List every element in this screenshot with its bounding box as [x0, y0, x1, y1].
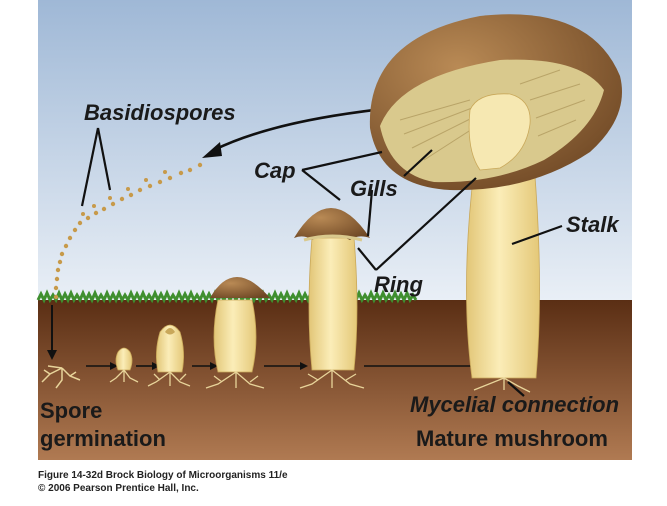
gills-label: Gills — [350, 176, 398, 202]
copyright-caption: © 2006 Pearson Prentice Hall, Inc. — [38, 483, 199, 494]
germination-label: germination — [40, 426, 166, 452]
mature-mushroom-label: Mature mushroom — [416, 426, 608, 452]
ring-label: Ring — [374, 272, 423, 298]
mycelial-connection-label: Mycelial connection — [410, 392, 619, 418]
spore-label: Spore — [40, 398, 102, 424]
basidiospores-label: Basidiospores — [84, 100, 236, 126]
figure-caption: Figure 14-32d Brock Biology of Microorga… — [38, 470, 288, 481]
stalk-label: Stalk — [566, 212, 619, 238]
cap-label: Cap — [254, 158, 296, 184]
